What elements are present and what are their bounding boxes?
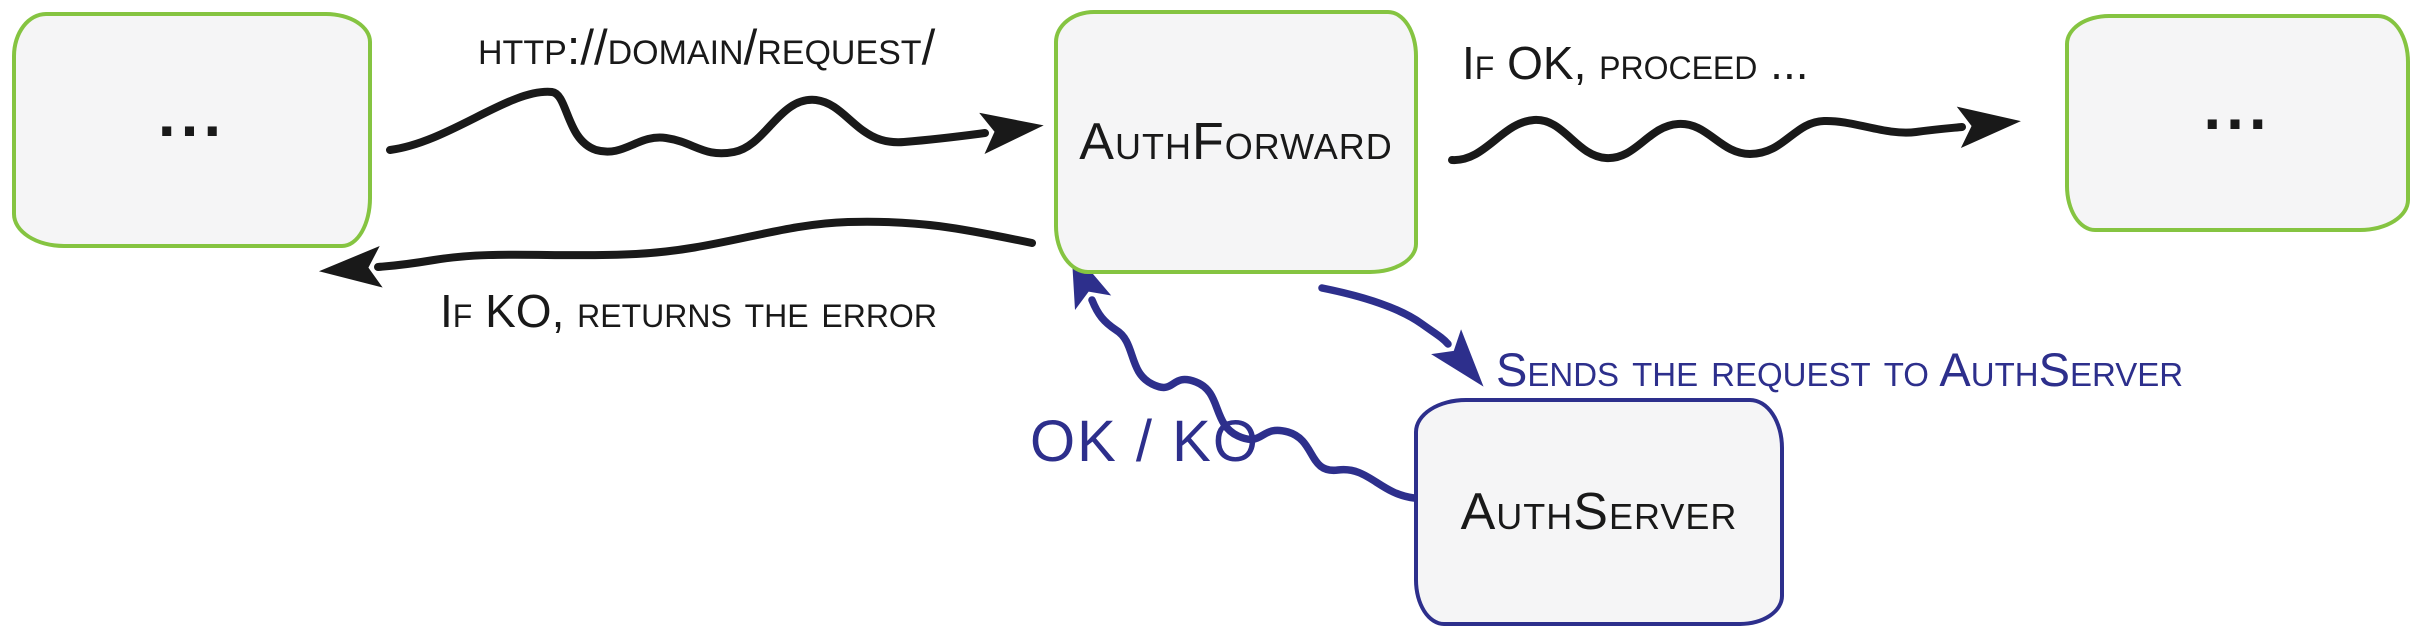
ok-proceed-arrow (1448, 106, 2021, 165)
node-auth-forward: AuthForward (1054, 10, 1418, 274)
node-client-right: ... (2065, 14, 2410, 232)
node-client-left: ... (12, 12, 372, 248)
request-edge-label: http://domain/request/ (478, 21, 936, 75)
request-arrow (386, 87, 1044, 158)
ko-return-edge-label: If KO, returns the error (440, 285, 937, 337)
ok-ko-edge-label: OK / KO (1030, 409, 1260, 474)
node-auth-forward-label: AuthForward (1079, 113, 1393, 171)
ok-proceed-edge-label: If OK, proceed ... (1462, 37, 1809, 89)
send-to-authserver-arrow (1318, 284, 1484, 387)
node-client-right-label: ... (2203, 71, 2272, 143)
node-client-left-label: ... (157, 78, 227, 150)
ok-ko-arrow (1071, 248, 1418, 502)
node-auth-server: AuthServer (1414, 398, 1784, 626)
send-to-authserver-edge-label: Sends the request to AuthServer (1496, 343, 2184, 396)
node-auth-server-label: AuthServer (1460, 483, 1738, 541)
ko-return-arrow (318, 217, 1036, 288)
